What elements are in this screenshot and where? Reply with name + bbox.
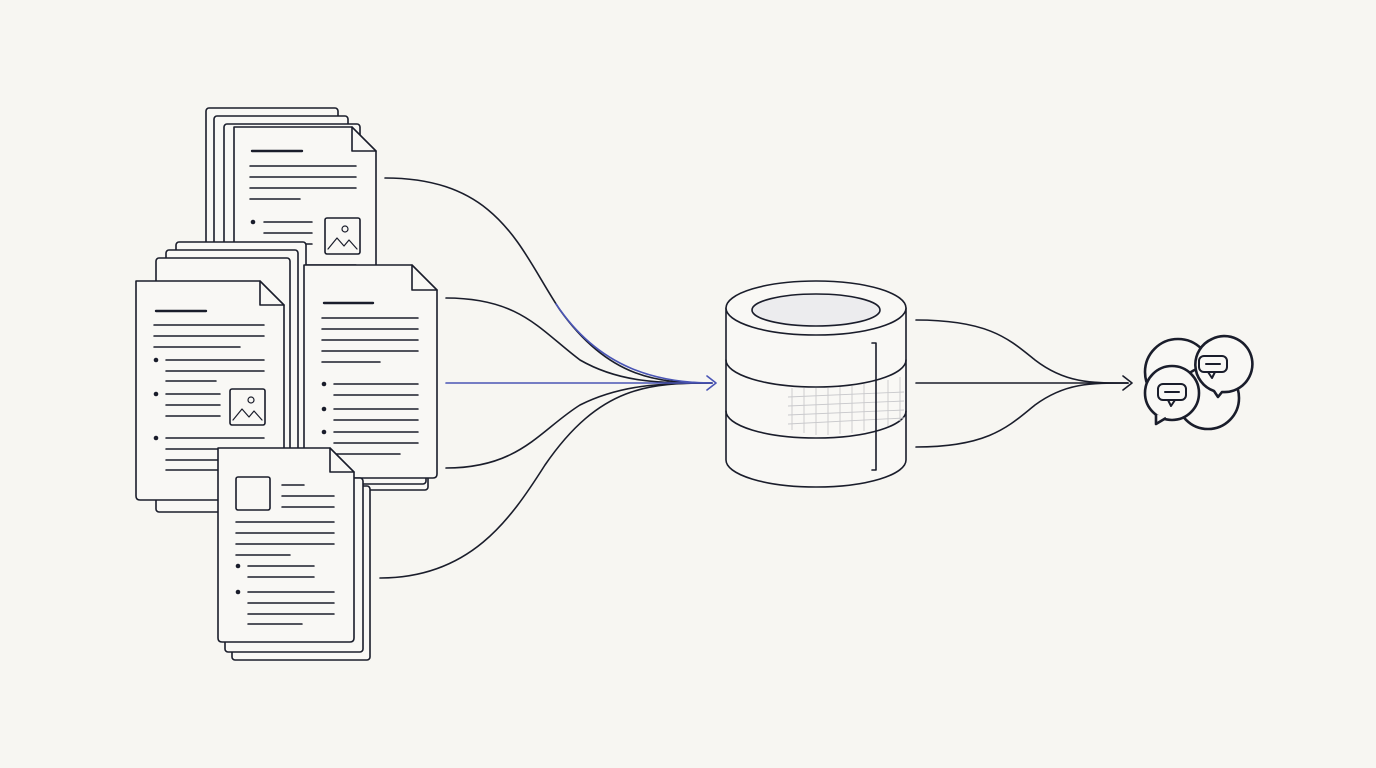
connector-doc-upper — [445, 297, 713, 384]
arrowhead-database — [706, 375, 717, 391]
image-icon — [229, 388, 266, 426]
chat-bubble-left — [1143, 364, 1201, 426]
document-page — [303, 264, 438, 479]
document-stack-right — [303, 264, 438, 491]
connector-doc-top-highlight — [555, 303, 713, 384]
connectors-database-to-chat — [915, 319, 1133, 448]
connector-db-bottom — [915, 382, 1129, 448]
document-stack-bottom — [217, 447, 371, 661]
connectors-documents-to-database — [379, 177, 717, 579]
thumbnail-box — [235, 476, 271, 511]
image-icon — [324, 217, 361, 255]
connector-db-top — [915, 319, 1129, 384]
connector-doc-bottom — [379, 382, 713, 579]
chat-bubbles-icon — [1143, 334, 1254, 431]
chat-bubble-right — [1194, 334, 1254, 399]
arrowhead-chat — [1122, 375, 1133, 391]
database-cylinder-icon — [725, 280, 907, 488]
